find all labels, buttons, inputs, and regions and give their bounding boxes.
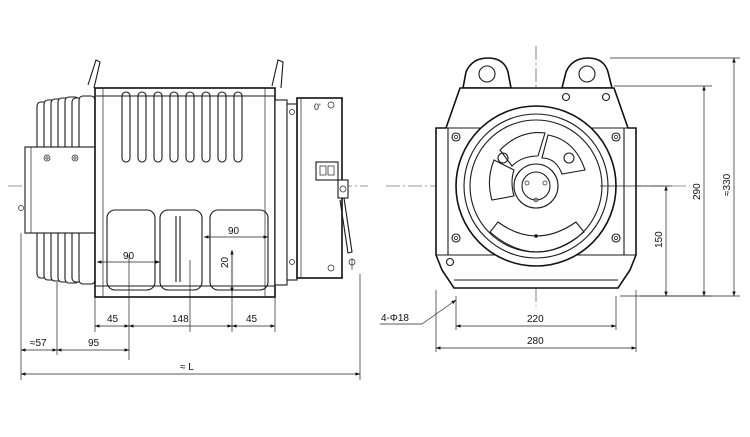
sheave-hub [24,146,96,234]
lower-window [489,221,585,253]
dim-280: 280 [527,336,544,347]
front-mount-bolts [445,92,621,267]
side-view: 0' 90 90 20 45 148 45 ≈57 [8,59,368,380]
spoke-window-3 [488,159,515,201]
spoke-window-1 [499,132,546,167]
dim-approx-57: ≈57 [30,338,47,349]
brake-housing [296,97,343,279]
end-flange [274,99,288,286]
cooling-fins [121,91,243,163]
lifting-eye-left [462,57,512,89]
dim-45-left: 45 [107,314,119,325]
base-pocket-left [106,209,156,291]
dim-20: 20 [220,256,231,268]
base-pocket-right [209,209,269,291]
hole-callout: 4-Φ18 [381,313,409,324]
brake-lever-mount [337,179,349,199]
lifting-eye-right [560,57,614,89]
lifting-lug-left [87,59,101,89]
spoke-window-2 [541,134,586,175]
dim-95: 95 [88,338,100,349]
dim-approx-330: ≈330 [722,173,733,196]
dim-148: 148 [172,314,189,325]
nameplate-mark: 0' [314,102,321,112]
dim-90-left: 90 [123,251,135,262]
dim-290: 290 [692,183,703,200]
dim-overall-L: ≈ L [180,362,194,373]
encoder-box [315,161,339,181]
front-view: 220 280 150 290 ≈330 4-Φ18 [380,46,740,352]
dim-150: 150 [654,231,665,248]
brake-release-lever [339,197,353,254]
dim-45-right: 45 [246,314,258,325]
lifting-lug-right [271,59,284,89]
hub [513,163,559,209]
dim-90-right: 90 [228,226,240,237]
base-pocket-middle [159,209,203,291]
dim-220: 220 [527,314,544,325]
